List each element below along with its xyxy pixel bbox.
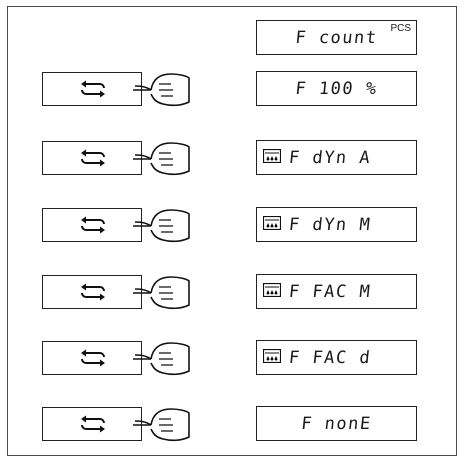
display-text: F 100 % — [294, 78, 379, 99]
cycle-button[interactable] — [42, 275, 142, 309]
display-text: F FAC d — [287, 347, 373, 368]
weighing-drop-icon — [263, 349, 281, 363]
display-panel: F nonE — [256, 406, 417, 441]
cycle-button[interactable] — [42, 407, 142, 441]
cycle-button[interactable] — [42, 72, 142, 106]
pressing-hand-icon — [133, 73, 190, 107]
figure-frame — [7, 6, 457, 456]
cycle-button[interactable] — [42, 141, 142, 175]
display-text: F dYn M — [287, 214, 373, 235]
pressing-hand-icon — [133, 209, 190, 243]
display-superscript: PCS — [390, 23, 411, 34]
cycle-arrows-icon — [81, 415, 105, 433]
display-panel: F 100 % — [256, 71, 417, 106]
display-panel: F dYn M — [256, 207, 417, 242]
pressing-hand-icon — [133, 408, 190, 442]
display-text: F dYn A — [287, 147, 373, 168]
pressing-hand-icon — [133, 142, 190, 176]
pressing-hand-icon — [133, 276, 190, 310]
weighing-drop-icon — [263, 283, 281, 297]
cycle-arrows-icon — [81, 80, 105, 98]
weighing-drop-icon — [263, 216, 281, 230]
cycle-arrows-icon — [81, 149, 105, 167]
cycle-arrows-icon — [81, 349, 105, 367]
cycle-arrows-icon — [81, 283, 105, 301]
display-panel: F FAC M — [256, 274, 417, 309]
cycle-button[interactable] — [42, 341, 142, 375]
cycle-button[interactable] — [42, 208, 142, 242]
pressing-hand-icon — [133, 342, 190, 376]
display-panel: F count PCS — [256, 20, 417, 55]
weighing-drop-icon — [263, 149, 281, 163]
display-panel: F dYn A — [256, 140, 417, 175]
display-text: F nonE — [300, 413, 373, 434]
display-panel: F FAC d — [256, 340, 417, 375]
display-text: F FAC M — [287, 281, 373, 302]
cycle-arrows-icon — [81, 216, 105, 234]
